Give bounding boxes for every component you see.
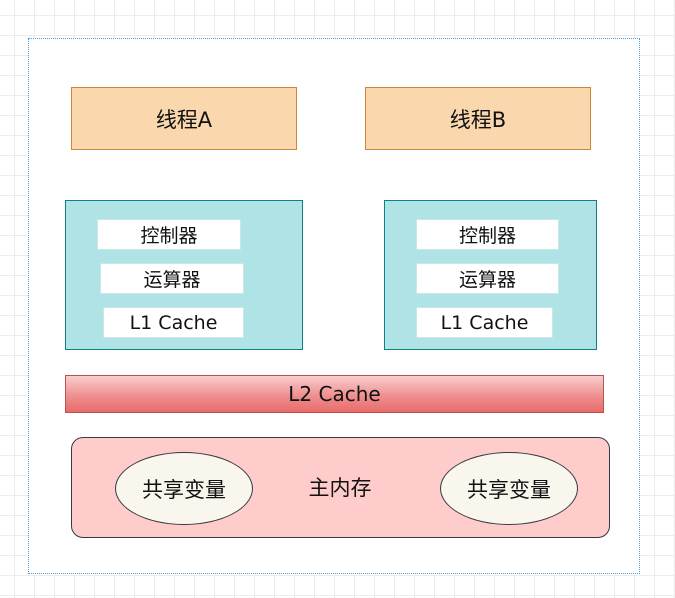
thread-b-box: 线程B [365,87,591,150]
shared-variable-left: 共享变量 [115,452,253,525]
cpu-a-controller: 控制器 [97,219,241,250]
cpu-b-l1-cache: L1 Cache [416,307,553,338]
main-memory-label: 主内存 [308,476,372,500]
cpu-b-alu: 运算器 [416,263,559,294]
cpu-a-l1-cache: L1 Cache [103,307,244,338]
cpu-b-controller: 控制器 [416,219,559,250]
l2-cache-bar: L2 Cache [65,375,604,413]
cpu-a-alu: 运算器 [100,263,244,294]
shared-variable-right: 共享变量 [440,452,578,525]
thread-a-box: 线程A [71,87,297,150]
